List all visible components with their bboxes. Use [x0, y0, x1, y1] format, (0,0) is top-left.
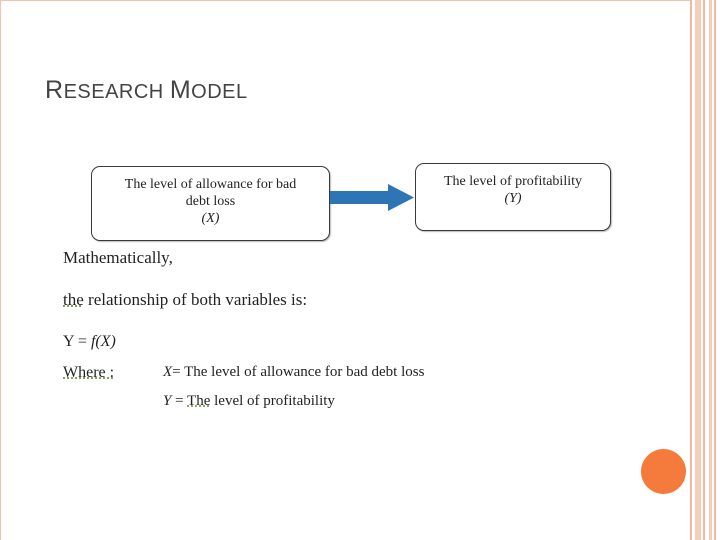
decorative-stripe: [714, 0, 716, 540]
orange-circle-decoration: [641, 449, 686, 494]
relationship-prefix: the: [63, 290, 84, 309]
box-y-line1: The level of profitability: [443, 174, 582, 189]
mathematically-text: Mathematically,: [63, 248, 173, 267]
title-initial-m: M: [169, 76, 192, 104]
x-definition-text: = The level of allowance for bad debt lo…: [172, 364, 425, 380]
slide-title: RESEARCH MODEL: [45, 76, 248, 105]
right-arrow-icon: [330, 184, 414, 211]
where-label: Where :: [63, 364, 115, 381]
title-rest-model: ODEL: [191, 81, 248, 103]
decorative-stripe: [695, 0, 701, 540]
y-definition-prefix: The: [187, 393, 211, 409]
y-definition-rest: level of profitability: [210, 393, 335, 409]
x-definition: X= The level of allowance for bad debt l…: [163, 364, 424, 381]
equation-lhs: Y =: [63, 333, 91, 350]
title-rest-research: ESEARCH: [63, 81, 170, 103]
decorative-stripe: [703, 0, 705, 540]
box-x-line1: The level of allowance for bad: [124, 177, 297, 192]
decorative-stripe: [690, 0, 692, 540]
y-symbol: Y: [163, 393, 172, 409]
relationship-rest: relationship of both variables is:: [83, 290, 308, 309]
box-x-symbol: (X): [201, 211, 220, 226]
y-equals: =: [171, 393, 188, 409]
decorative-stripe: [709, 0, 712, 540]
left-border-line: [0, 0, 1, 540]
x-symbol: X: [163, 364, 173, 380]
box-x-line2: debt loss: [185, 194, 236, 209]
equation-rhs: f(X): [90, 333, 116, 350]
dependent-variable-box: The level of profitability (Y): [415, 163, 611, 231]
relationship-text: the relationship of both variables is:: [63, 290, 307, 310]
arrow-head: [388, 184, 414, 211]
arrow-shaft: [330, 191, 390, 204]
top-border-line: [0, 0, 690, 1]
equation: Y = f(X): [63, 333, 116, 351]
title-initial-r: R: [45, 76, 64, 104]
independent-variable-box: The level of allowance for bad debt loss…: [91, 166, 330, 241]
y-definition: Y = The level of profitability: [163, 393, 335, 410]
box-y-symbol: (Y): [504, 191, 522, 206]
